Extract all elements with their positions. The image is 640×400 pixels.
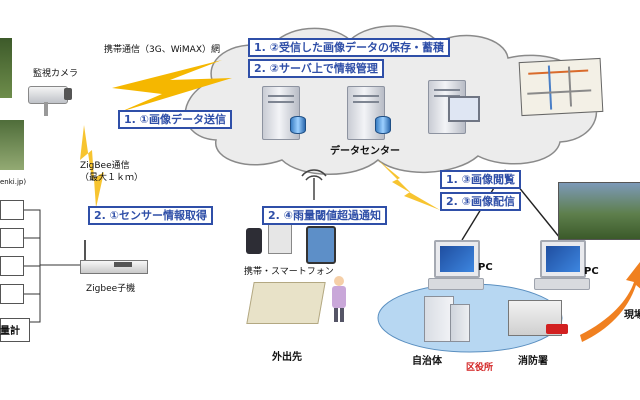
step-1-1-box: 1. ①画像データ送信 [118, 110, 232, 129]
smartphone-icon [306, 226, 336, 264]
rain-gauge-box [0, 318, 30, 342]
fire-station-label: 消防署 [518, 356, 548, 367]
phone-icon [246, 228, 262, 254]
antenna-icon [301, 169, 327, 200]
sensor-box [0, 256, 24, 276]
zigbee-child-label: Zigbee子機 [86, 284, 136, 294]
sensor-box [0, 284, 24, 304]
zigbee-range-label: （最大１ｋｍ） [80, 173, 144, 183]
arrow-icon [580, 262, 640, 342]
camera-image [558, 182, 640, 240]
pc-keyboard-icon [428, 278, 484, 290]
server-icon [428, 80, 466, 134]
rain-gauge-label: 量計 [0, 326, 20, 337]
monitor-icon [448, 96, 480, 122]
scene-label: 現場 [624, 310, 640, 321]
tablet-icon [268, 222, 292, 254]
outside-label: 外出先 [272, 352, 302, 363]
step-2-4-box: 2. ④雨量閾値超過通知 [262, 206, 387, 225]
zigbee-device-icon [80, 240, 148, 274]
left-photo-top [0, 38, 12, 98]
step-2-2-box: 2. ②サーバ上で情報管理 [248, 59, 384, 78]
pc-icon [434, 240, 480, 278]
camera-icon [28, 82, 74, 116]
server-icon [347, 86, 385, 140]
datacenter-label: データセンター [330, 146, 400, 157]
camera-label: 監視カメラ [33, 69, 79, 79]
lightning-icon [80, 125, 104, 208]
step-2-3-box: 2. ③画像配信 [440, 192, 521, 211]
step-2-1-box: 2. ①センサー情報取得 [88, 206, 213, 225]
sensor-box [0, 200, 24, 220]
outdoor-scene [246, 282, 326, 324]
person-icon [330, 276, 348, 322]
pc-keyboard-icon [534, 278, 590, 290]
pc-label-2: PC [584, 266, 599, 277]
city-hall-building-icon [424, 296, 454, 342]
database-icon [375, 116, 391, 134]
pc-label-1: PC [478, 262, 493, 273]
step-1-2-box: 1. ②受信した画像データの保存・蓄積 [248, 38, 450, 57]
left-photo-bottom [0, 120, 24, 170]
sensor-network-lines [22, 209, 80, 323]
sensor-box [0, 228, 24, 248]
map-screenshot [518, 57, 604, 117]
database-icon [290, 116, 306, 134]
zigbee-comm-label: ZigBee通信 [80, 161, 130, 171]
ward-office-label: 区役所 [466, 363, 494, 373]
city-hall-building-icon [450, 304, 470, 342]
network-label: 携帯通信（3G、WiMAX）網 [104, 45, 220, 55]
step-1-3-box: 1. ③画像閲覧 [440, 170, 521, 189]
url-fragment: enki.jp) [0, 178, 27, 186]
fire-truck-icon [546, 324, 568, 334]
lightning-icon [112, 60, 232, 112]
mobile-label: 携帯・スマートフォン [244, 267, 334, 277]
pc-icon [540, 240, 586, 278]
municipality-label: 自治体 [412, 356, 442, 367]
